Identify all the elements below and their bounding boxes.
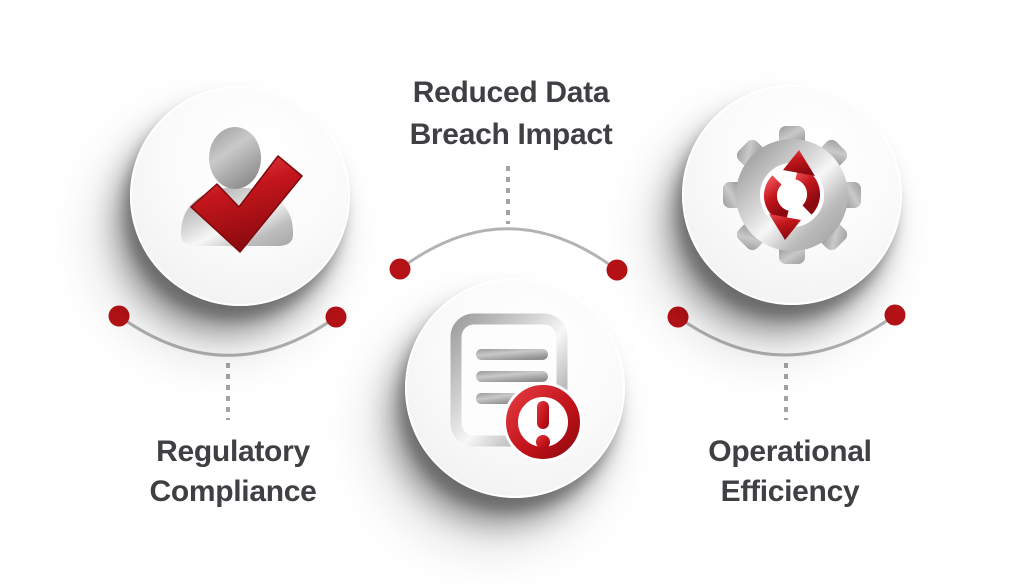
node-label-reduced-data-breach: Reduced Data Breach Impact	[410, 72, 613, 156]
red-endpoint-dot	[108, 305, 130, 327]
label-line: Efficiency	[720, 475, 860, 508]
node-label-operational-efficiency: Operational Efficiency	[708, 432, 872, 512]
arc-left-node	[117, 314, 338, 357]
arc-right-node	[676, 313, 897, 357]
node-label-regulatory-compliance: Regulatory Compliance	[149, 432, 316, 512]
label-line: Operational	[708, 435, 872, 468]
red-endpoint-dot	[884, 304, 906, 326]
red-endpoint-dot	[325, 306, 347, 328]
user-check-icon	[181, 127, 303, 253]
arc-middle-node	[398, 227, 619, 272]
label-line: Regulatory	[156, 435, 310, 468]
red-endpoint-dot	[606, 259, 628, 281]
label-line: Reduced Data	[412, 76, 610, 109]
red-endpoint-dot	[389, 258, 411, 280]
gear-sync-icon	[723, 126, 861, 264]
document-warning-icon	[450, 313, 583, 462]
label-line: Breach Impact	[409, 118, 613, 151]
label-line: Compliance	[149, 475, 317, 508]
red-endpoint-dot	[667, 306, 689, 328]
